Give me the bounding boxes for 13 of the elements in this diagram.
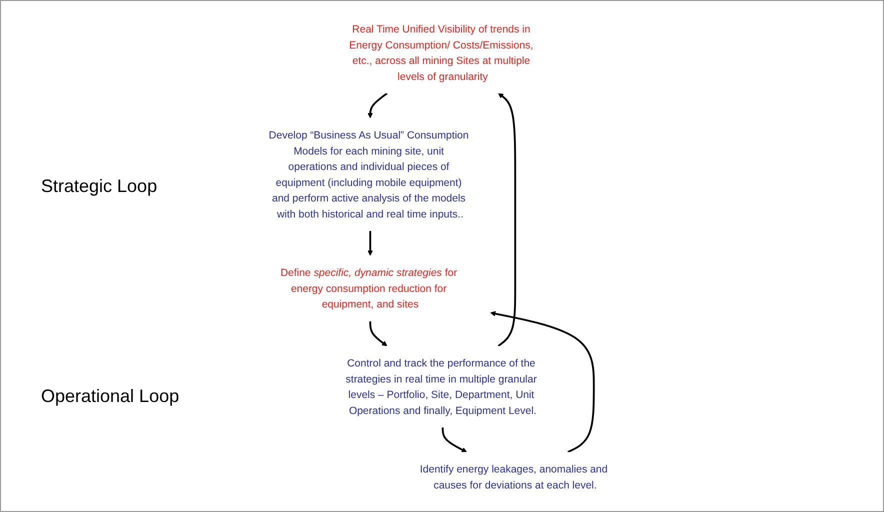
node-text: Identify energy leakages, anomalies and causes for deviations at each level. [420, 463, 608, 491]
arrow [498, 93, 516, 347]
arrow [490, 311, 596, 453]
arrow [368, 92, 388, 118]
node-text: Define specific, dynamic strategies for energy consumption reduction for equipment, and sites [280, 266, 458, 310]
node-text: Real Time Unified Visibility of trends in Energy Consumption/ Costs/Emissions, etc., across all mining Sites at multiple levels of granularity [349, 23, 534, 82]
node-text: Control and track the performance of the strategies in real time in multiple granular levels – Portfolio, Site, Department, Unit Operations and finally, Equipment Level. [346, 357, 538, 416]
node-text: Develop “Business As Usual” Consumption Models for each mining site, unit operations and individual pieces of equipment (including mobile equipment) and perform active analysis of the models with both historical and real time inputs.. [269, 129, 470, 220]
arrow [368, 230, 374, 256]
arrow [442, 427, 468, 452]
loop-label: Operational Loop [41, 386, 180, 407]
loop-label: Strategic Loop [41, 176, 158, 197]
arrow [370, 321, 388, 346]
